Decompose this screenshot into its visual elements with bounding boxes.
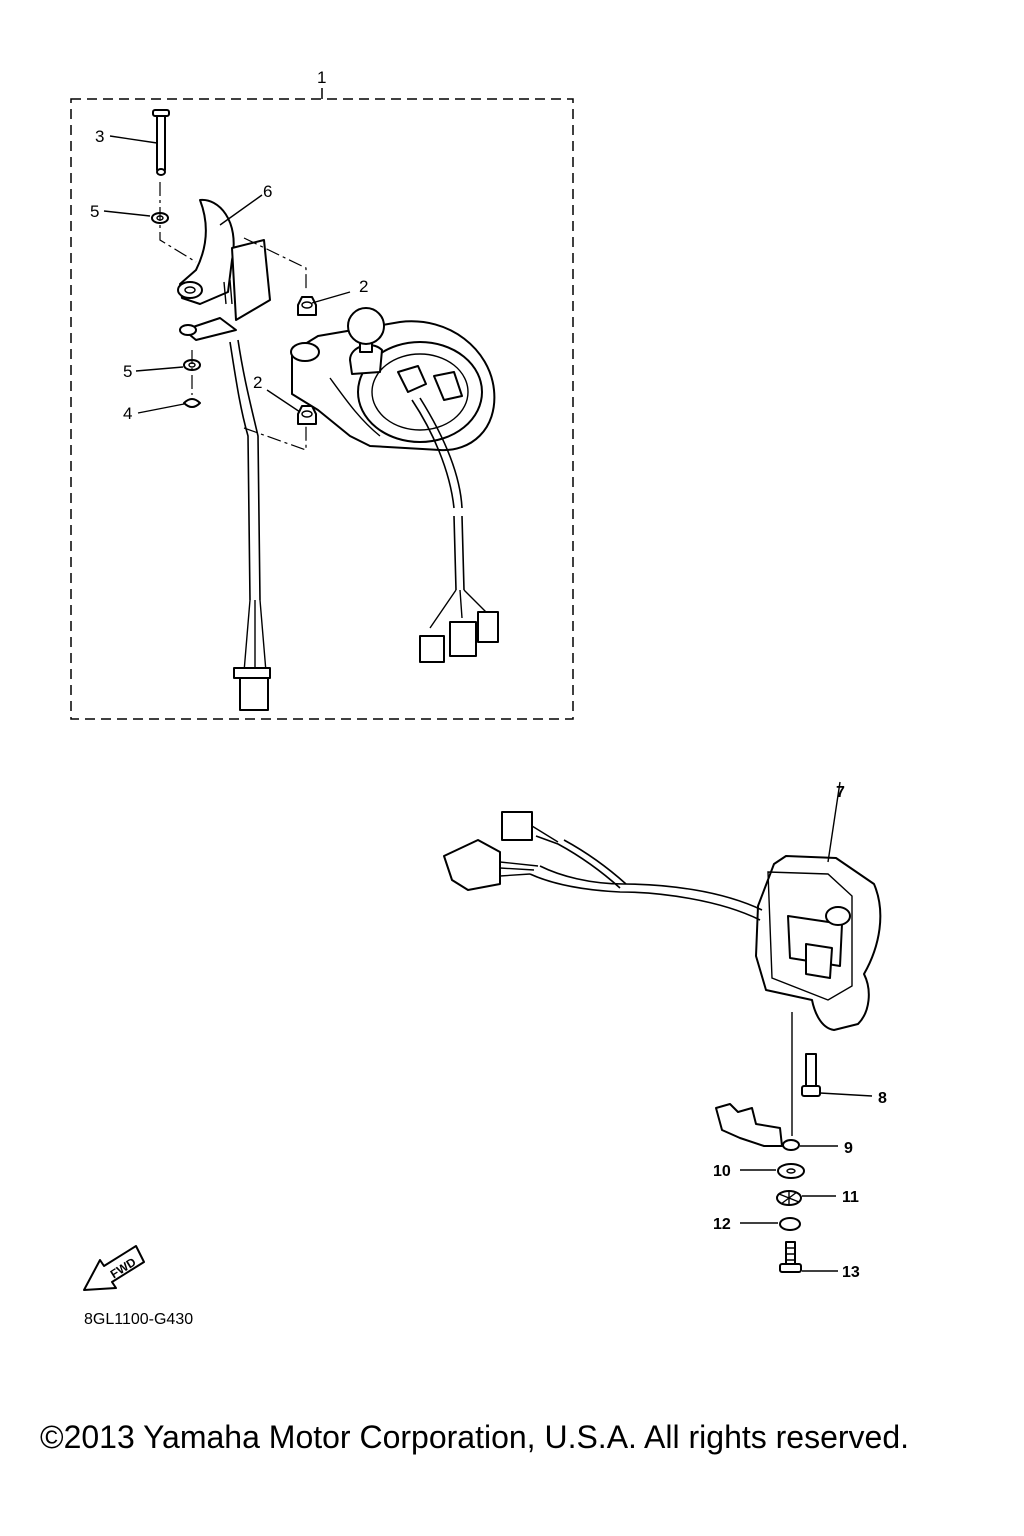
callout-4: 4 — [123, 404, 132, 423]
part-12-spring-washer — [740, 1217, 801, 1231]
part-13-screw — [779, 1241, 838, 1273]
part-3-pin — [109, 109, 170, 176]
fwd-arrow-icon: FWD — [83, 1245, 145, 1291]
callout-2-upper: 2 — [359, 277, 368, 296]
part-4-clip — [137, 398, 201, 414]
part-6-lever — [177, 194, 271, 341]
part-2-grommet-lower — [266, 389, 317, 425]
part-7-switch-body — [755, 781, 882, 1031]
callout-5-lower: 5 — [123, 362, 132, 381]
switch-housing — [290, 307, 496, 452]
callout-1: 1 — [317, 68, 326, 87]
callout-8: 8 — [878, 1090, 887, 1107]
assembly-1-group — [70, 88, 574, 720]
part-8-bolt — [801, 1053, 873, 1097]
part-11-lock-washer — [776, 1190, 836, 1206]
callout-10: 10 — [713, 1163, 731, 1180]
callout-5-upper: 5 — [90, 202, 99, 221]
callout-3: 3 — [95, 127, 104, 146]
assembly-1-wire-right — [411, 397, 499, 663]
callout-7: 7 — [836, 784, 845, 801]
callout-13: 13 — [842, 1264, 860, 1281]
part-5-washer-lower — [135, 359, 201, 372]
part-9-bracket — [715, 1103, 838, 1151]
callout-9: 9 — [844, 1140, 853, 1157]
copyright-notice: ©2013 Yamaha Motor Corporation, U.S.A. A… — [40, 1419, 909, 1455]
part-2-grommet-upper — [297, 291, 351, 316]
callout-6: 6 — [263, 182, 272, 201]
part-10-washer — [740, 1163, 805, 1179]
part-7-harness — [443, 811, 763, 921]
assembly-1-wire-left — [229, 339, 271, 711]
callout-2-lower: 2 — [253, 373, 262, 392]
callout-12: 12 — [713, 1216, 731, 1233]
callout-11: 11 — [842, 1189, 859, 1206]
diagram-code: 8GL1100-G430 — [84, 1311, 193, 1328]
part-5-washer-upper — [103, 210, 169, 224]
